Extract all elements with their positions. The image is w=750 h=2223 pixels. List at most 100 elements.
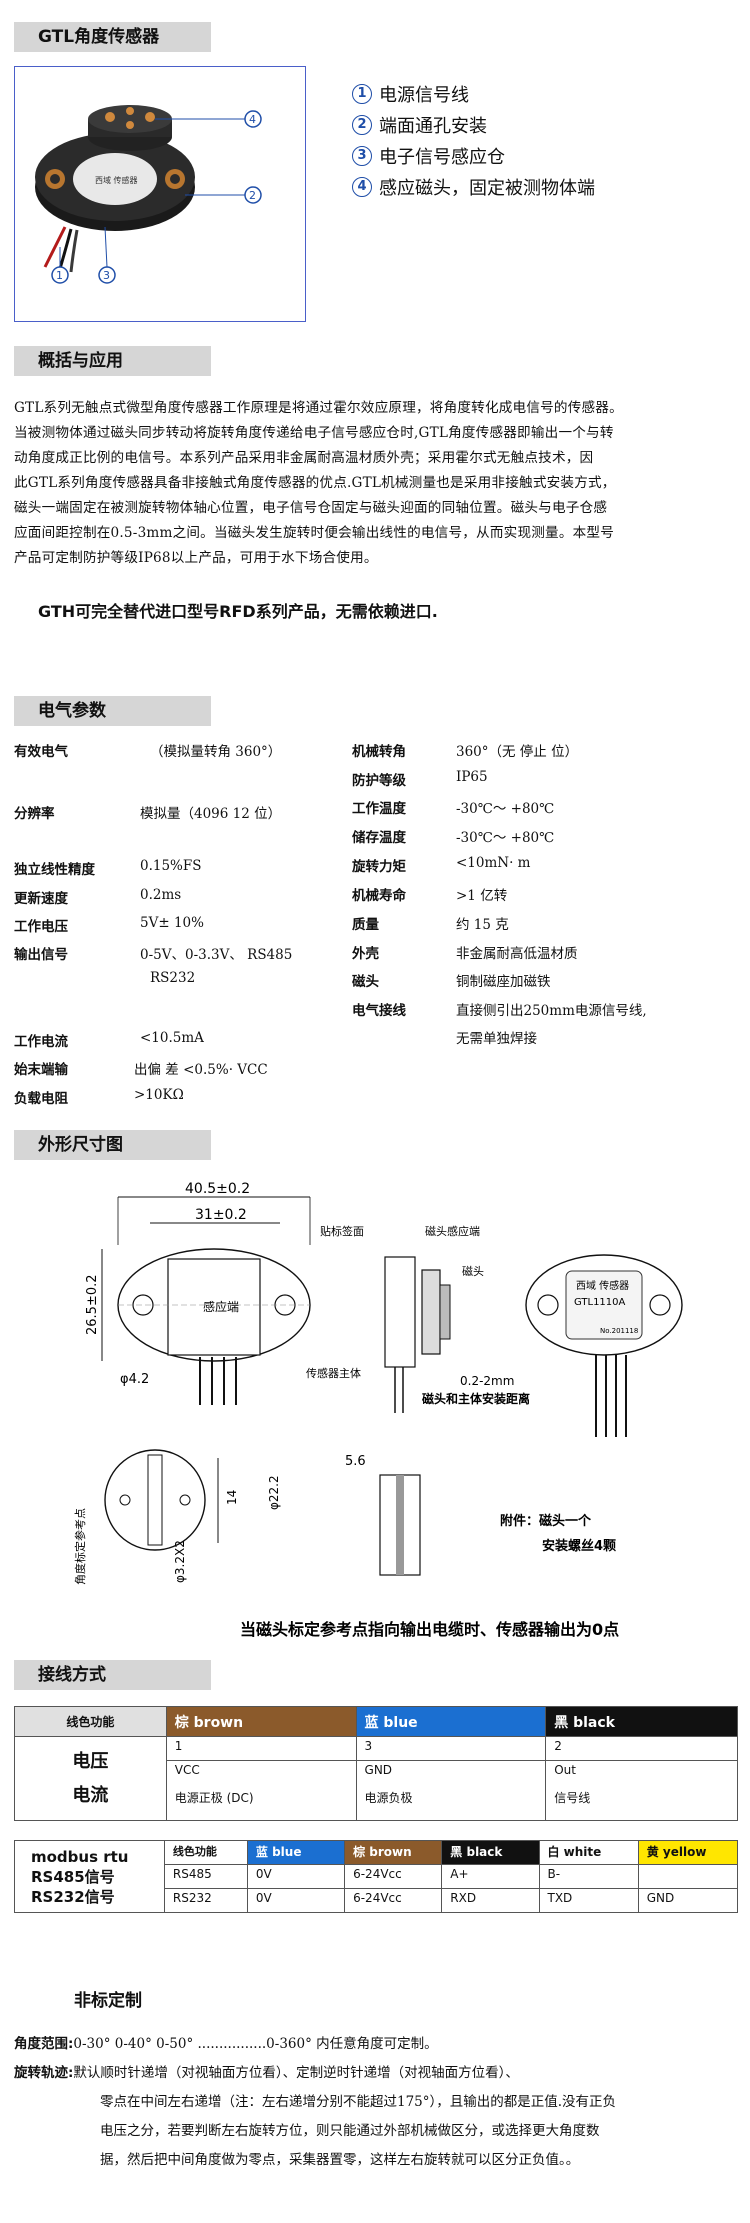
- param-value: -30℃～ +80℃: [456, 830, 555, 846]
- wiring-table-analog: 线色功能 棕 brown 蓝 blue 黑 black 电压电流 1 3 2 V…: [14, 1706, 738, 1821]
- param-value: 约 15 克: [456, 917, 509, 933]
- table-cell: 电源正极 (DC): [165, 1786, 357, 1821]
- table-header: 线色功能: [163, 1840, 248, 1865]
- param-label: 独立线性精度: [14, 862, 95, 878]
- body-label: 传感器主体: [306, 1366, 361, 1380]
- overview-highlight: GTH可完全替代进口型号RFD系列产品，无需依赖进口.: [38, 602, 438, 621]
- callout-3: 3: [103, 269, 110, 282]
- table-cell: RXD: [441, 1888, 540, 1913]
- param-value: 5V± 10%: [140, 915, 204, 931]
- param-label: 旋转力矩: [352, 859, 406, 875]
- param-label: 机械转角: [352, 744, 406, 760]
- param-label: 机械寿命: [352, 888, 406, 904]
- param-value: -30℃～ +80℃: [456, 801, 555, 817]
- param-value: 0.15%FS: [140, 858, 202, 874]
- track-label: 旋转轨迹:: [14, 2065, 74, 2081]
- table-cell: VCC: [165, 1760, 357, 1787]
- table-header-brown: 棕 brown: [165, 1706, 357, 1737]
- param-value: 模拟量（4096 12 位）: [140, 806, 282, 822]
- param-label: 储存温度: [352, 830, 406, 846]
- section-title-dimensions: 外形尺寸图: [14, 1130, 211, 1160]
- dim-222: φ22.2: [267, 1475, 281, 1510]
- track-line: 电压之分，若要判断左右旋转方位，则只能通过外部机械做区分，或选择更大角度数: [100, 2123, 600, 2139]
- feature-item: 2 端面通孔安装: [352, 109, 595, 140]
- table-cell: 6-24Vcc: [344, 1888, 443, 1913]
- row-label-current: 电流: [72, 1784, 109, 1806]
- overview-line: GTL系列无触点式微型角度传感器工作原理是将通过霍尔效应原理，将角度转化成电信号…: [14, 400, 623, 416]
- param-value: IP65: [456, 769, 488, 785]
- table-cell: 1: [165, 1736, 357, 1761]
- magnet-sense-label: 磁头感应端: [425, 1224, 480, 1238]
- param-value: 0-5V、0-3.3V、 RS485: [140, 947, 293, 963]
- number-circle-icon: 4: [352, 176, 372, 197]
- table-cell: GND: [355, 1760, 547, 1787]
- param-label: 工作电流: [14, 1034, 68, 1050]
- track-line: 零点在中间左右递增（注：左右递增分别不能超过175°），且输出的都是正值.没有正…: [100, 2094, 617, 2110]
- dim-32: φ3.2X2: [173, 1540, 187, 1583]
- feature-text: 感应磁头，固定被测物体端: [379, 177, 595, 199]
- param-value: 非金属耐高低温材质: [456, 946, 578, 962]
- table-cell: 3: [355, 1736, 547, 1761]
- row-label-voltage: 电压: [72, 1750, 109, 1772]
- param-label: 更新速度: [14, 891, 68, 907]
- table-cell: B-: [538, 1864, 639, 1889]
- dim-height: 26.5±0.2: [85, 1274, 100, 1335]
- product-image: 西域 传感器 4 2 1 3: [35, 105, 262, 284]
- front-model: GTL1110A: [574, 1297, 626, 1308]
- number-circle-icon: 2: [352, 114, 372, 135]
- table-header: 线色功能: [14, 1706, 167, 1737]
- table-header-yellow: 黄 yellow: [637, 1840, 739, 1865]
- param-label: 工作电压: [14, 919, 68, 935]
- param-value: 360°（无 停止 位）: [456, 744, 579, 760]
- table-header-brown: 棕 brown: [344, 1840, 443, 1865]
- svg-text:西域 传感器: 西域 传感器: [95, 175, 138, 185]
- feature-text: 电子信号感应仓: [379, 146, 505, 168]
- digital-row-label: modbus rtu RS485信号 RS232信号: [14, 1840, 165, 1913]
- table-cell: 2: [545, 1736, 738, 1761]
- gap-dim: 0.2-2mm: [460, 1374, 514, 1388]
- param-label: 电气接线: [352, 1003, 406, 1019]
- label-modbus: modbus rtu: [31, 1847, 129, 1866]
- accessory-line1: 附件：磁头一个: [500, 1513, 592, 1529]
- range-label: 角度范围:: [14, 2036, 74, 2052]
- feature-text: 端面通孔安装: [379, 115, 487, 137]
- table-cell: 0V: [246, 1888, 346, 1913]
- param-label: 负载电阻: [14, 1091, 68, 1107]
- param-label: 有效电气: [14, 744, 68, 760]
- param-label: 始末端输: [14, 1062, 68, 1078]
- paste-label: 贴标签面: [320, 1224, 364, 1238]
- table-cell: TXD: [538, 1888, 639, 1913]
- table-cell: A+: [441, 1864, 540, 1889]
- overview-line: 产品可定制防护等级IP68以上产品，可用于水下场合使用。: [14, 550, 378, 566]
- param-value: RS232: [150, 970, 196, 986]
- table-cell: RS232: [163, 1888, 248, 1913]
- table-cell: 电源负极: [355, 1786, 547, 1821]
- wiring-table-digital: modbus rtu RS485信号 RS232信号 线色功能 蓝 blue 棕…: [14, 1840, 739, 1913]
- dimension-drawing-svg: 40.5±0.2 31±0.2 感应端 26.5±0.2 φ4.2 贴标签面 磁…: [73, 1181, 683, 1639]
- param-value: 0.2ms: [140, 887, 182, 903]
- row-label: 电压电流: [14, 1736, 167, 1821]
- magnet-label: 磁头: [462, 1265, 484, 1278]
- front-no: No.201118: [600, 1327, 638, 1335]
- table-header-blue: 蓝 blue: [355, 1706, 547, 1737]
- section-title-wiring: 接线方式: [14, 1660, 211, 1690]
- section-title-overview: 概括与应用: [14, 346, 211, 376]
- drawing-caption: 当磁头标定参考点指向输出电缆时、传感器输出为0点: [240, 1620, 619, 1639]
- number-circle-icon: 1: [352, 83, 372, 104]
- overview-line: 此GTL系列角度传感器具备非接触式角度传感器的优点.GTL机械测量也是采用非接触…: [14, 475, 616, 491]
- param-label: 工作温度: [352, 801, 406, 817]
- param-label: 输出信号: [14, 947, 68, 963]
- param-value: 铜制磁座加磁铁: [456, 974, 551, 990]
- overview-line: 当被测物体通过磁头同步转动将旋转角度传递给电子信号感应仓时,GTL角度传感器即输…: [14, 425, 614, 441]
- param-value: 直接侧引出250mm电源信号线,: [456, 1003, 647, 1019]
- table-cell: 6-24Vcc: [344, 1864, 443, 1889]
- product-image-frame: 西域 传感器 4 2 1 3: [14, 66, 306, 322]
- sense-label: 感应端: [203, 1299, 239, 1314]
- dimension-drawing: 40.5±0.2 31±0.2 感应端 26.5±0.2 φ4.2 贴标签面 磁…: [0, 1175, 750, 1655]
- dim-56: 5.6: [345, 1454, 366, 1469]
- callout-2: 2: [249, 189, 256, 202]
- angle-ref-label: 角度标定参考点: [73, 1508, 87, 1585]
